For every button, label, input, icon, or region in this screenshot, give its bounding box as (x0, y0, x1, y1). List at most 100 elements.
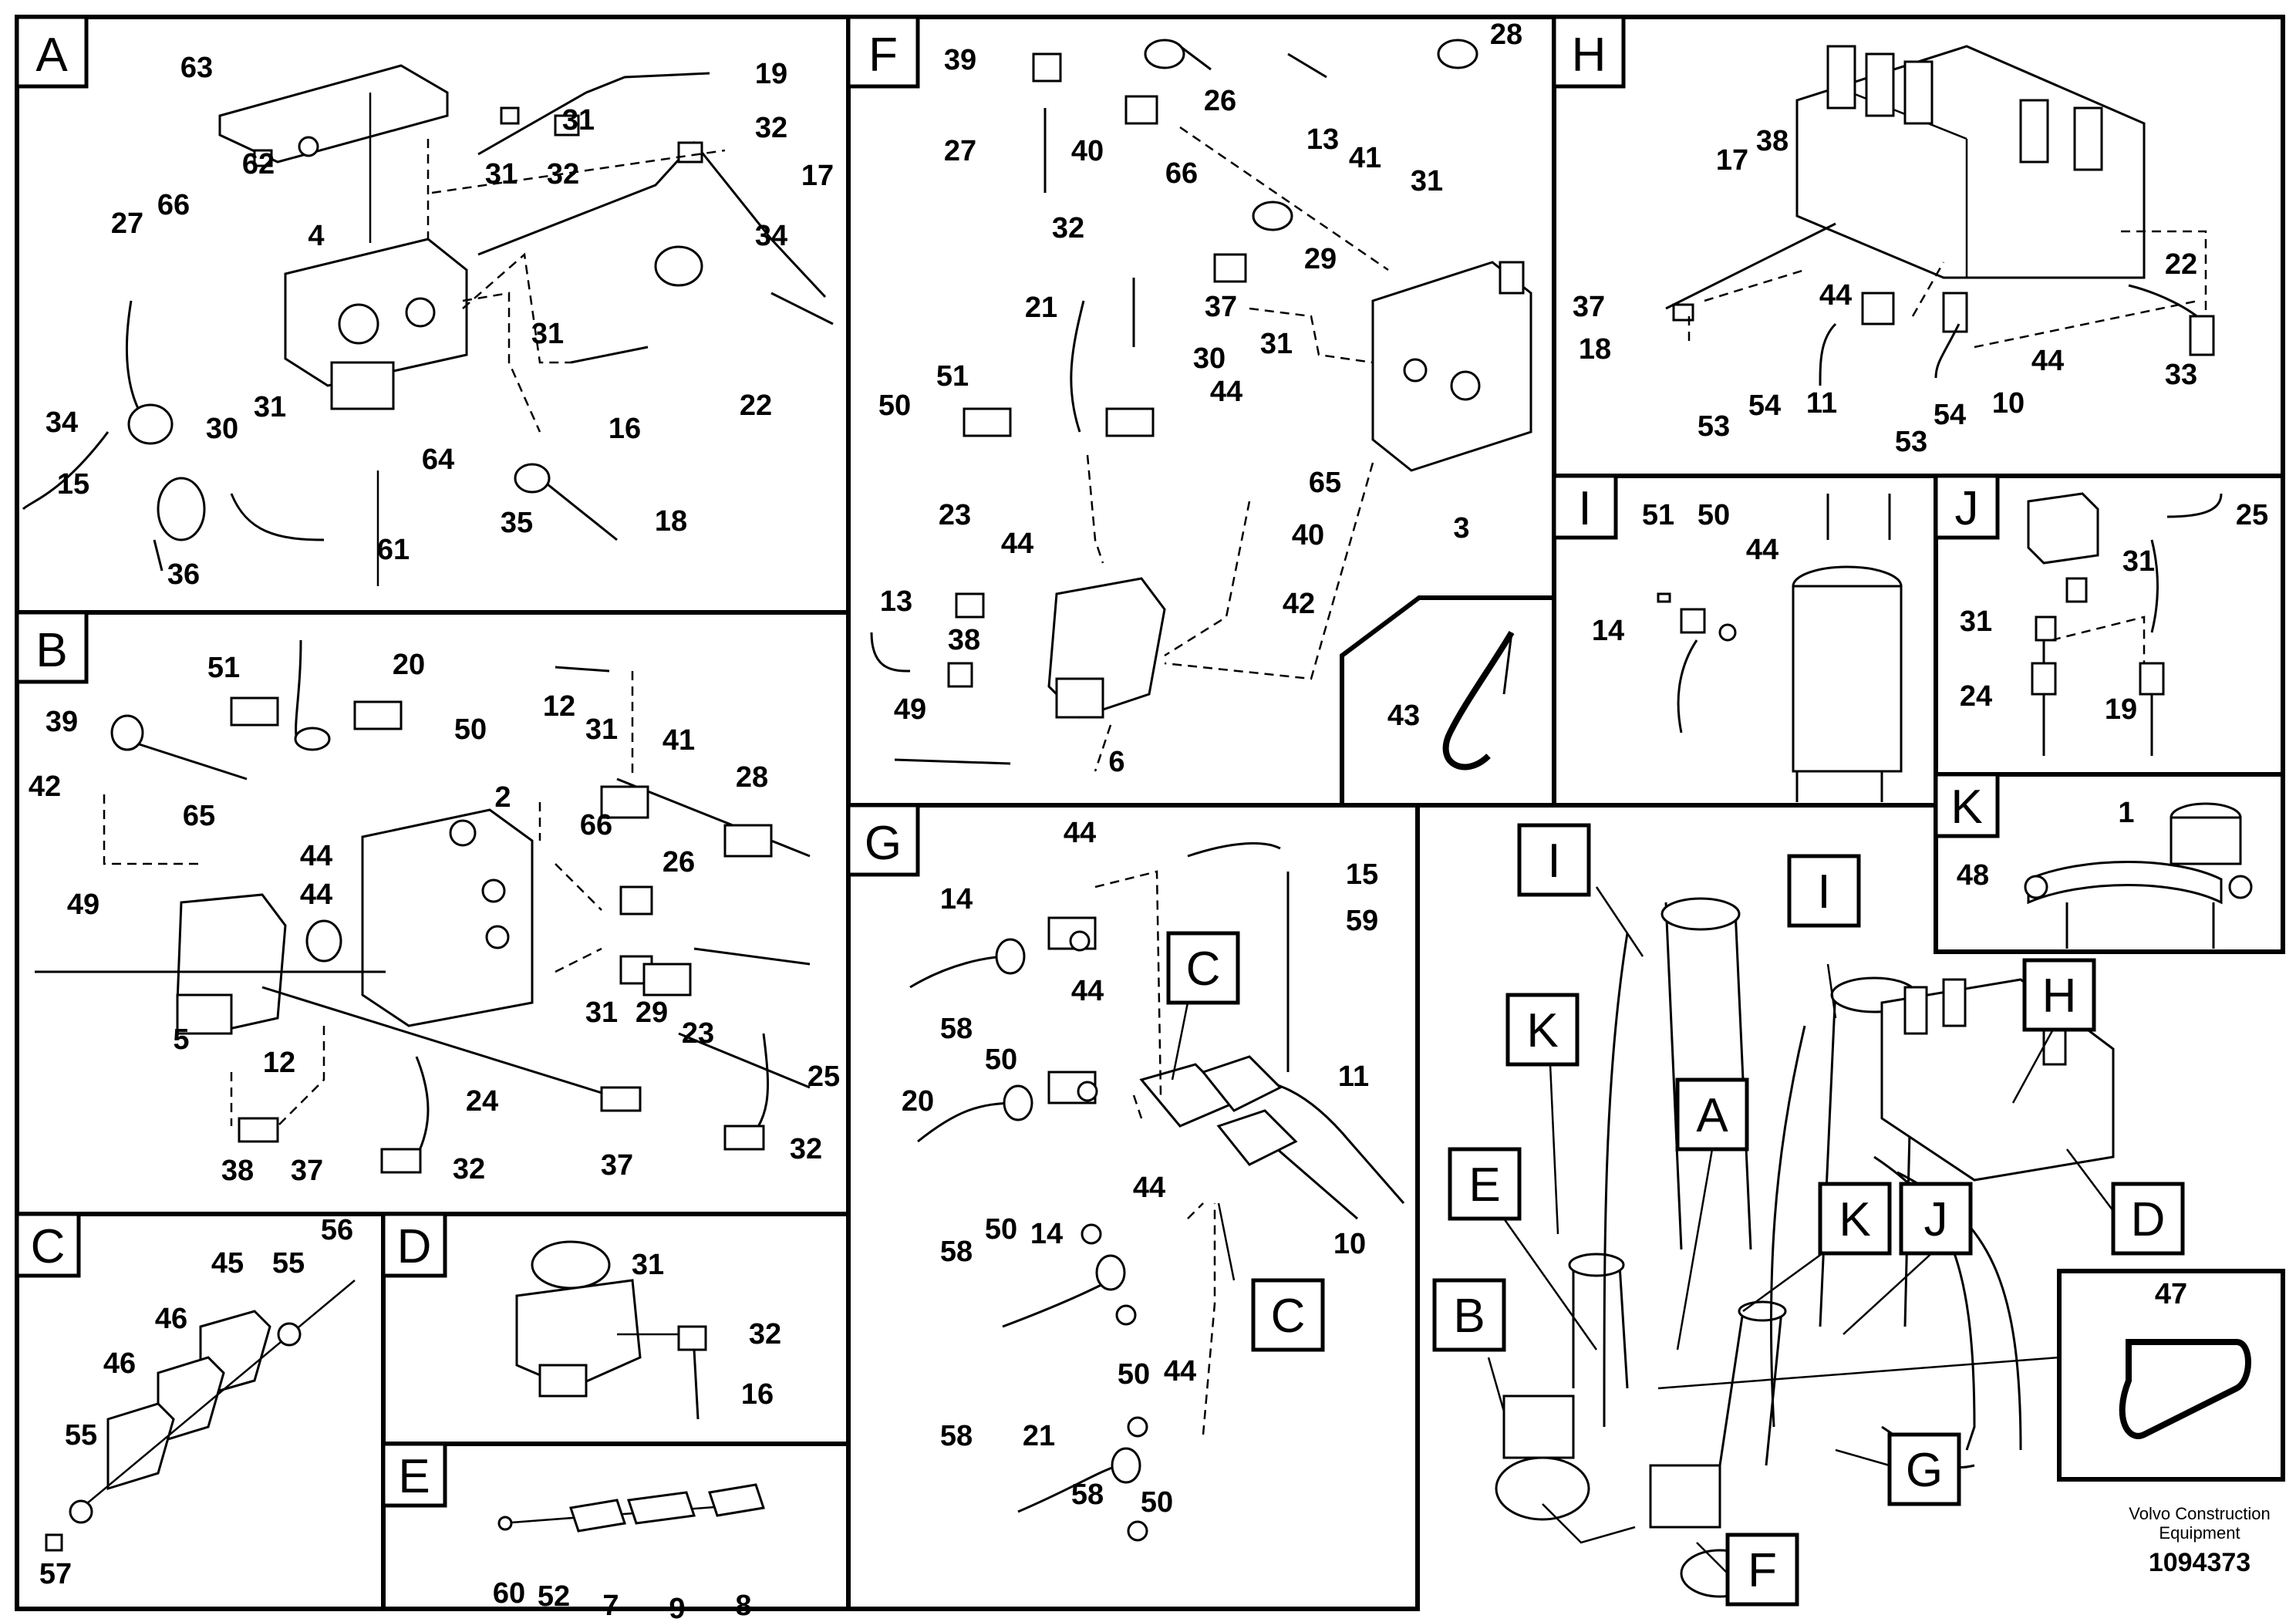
part-number-callout: 16 (609, 413, 641, 445)
part-number-callout: 29 (636, 996, 668, 1029)
overview-callout-h: H (2042, 969, 2077, 1023)
part-number-callout: 44 (300, 840, 332, 872)
part-number-callout: 54 (1748, 389, 1781, 422)
part-number-callout: 32 (755, 112, 787, 144)
part-number-callout: 42 (1283, 588, 1315, 620)
part-number-callout: 44 (1001, 528, 1033, 560)
part-number-callout: 31 (1260, 328, 1293, 360)
part-number-callout: 32 (547, 158, 579, 191)
part-number-callout: 66 (1165, 157, 1198, 190)
part-number-callout: 14 (940, 883, 973, 916)
part-number-callout: 1 (2118, 797, 2134, 829)
part-number-callout: 20 (902, 1085, 934, 1118)
part-number-callout: 54 (1934, 399, 1966, 431)
panel-43-frame (1340, 595, 1556, 808)
part-number-callout: 38 (948, 624, 980, 656)
part-number-callout: 25 (2236, 499, 2268, 531)
part-number-callout: 47 (2155, 1278, 2187, 1310)
part-number-callout: 44 (1071, 975, 1104, 1007)
part-number-callout: 20 (393, 649, 425, 681)
part-number-callout: 10 (1333, 1228, 1366, 1260)
part-number-callout: 31 (562, 104, 595, 137)
overview-callout-i-2: I (1817, 865, 1830, 919)
part-number-callout: 39 (46, 706, 78, 738)
part-number-callout: 51 (207, 652, 240, 684)
part-number-callout: 40 (1071, 135, 1104, 167)
part-number-callout: 50 (985, 1044, 1017, 1076)
part-number-callout: 51 (1642, 499, 1674, 531)
part-number-callout: 44 (1210, 376, 1242, 408)
part-number-callout: 42 (29, 771, 61, 803)
panel-e-frame (381, 1442, 851, 1611)
section-label-c: C (31, 1220, 66, 1273)
section-label-h: H (1572, 29, 1607, 82)
panel-frames (15, 15, 2285, 1611)
part-number-callout: 31 (531, 318, 564, 350)
part-number-callout: 17 (801, 160, 834, 192)
part-number-callout: 43 (1387, 700, 1420, 732)
section-label-k: K (1950, 781, 1982, 834)
part-number-callout: 14 (1030, 1218, 1063, 1250)
panel-j-drawing (2027, 492, 2223, 756)
part-number-callout: 50 (1141, 1486, 1173, 1519)
part-number-callout: 19 (755, 58, 787, 90)
section-label-b: B (35, 624, 67, 677)
part-number-callout: 19 (2105, 693, 2137, 726)
part-number-callout: 35 (501, 507, 533, 539)
part-number-callout: 6 (1108, 746, 1124, 778)
part-number-callout: 34 (755, 220, 787, 252)
part-number-callout: 65 (1309, 467, 1341, 499)
part-number-callout: 37 (601, 1149, 633, 1182)
overview-callout-d: D (2131, 1193, 2166, 1246)
part-number-callout: 41 (663, 724, 695, 757)
part-number-callout: 44 (1164, 1355, 1196, 1388)
overview-callout-a: A (1696, 1089, 1728, 1142)
part-number-callout: 50 (454, 713, 487, 746)
part-number-callout: 65 (183, 800, 215, 832)
part-number-callout: 24 (466, 1085, 498, 1118)
part-number-callout: 28 (736, 761, 768, 794)
part-number-callout: 58 (940, 1420, 973, 1452)
panel-c-drawing (45, 1280, 356, 1552)
part-number-callout: 55 (272, 1247, 305, 1280)
part-number-callout: 18 (655, 505, 687, 538)
part-number-callout: 58 (1071, 1479, 1104, 1511)
footer-company-line2: Equipment (2159, 1523, 2240, 1543)
section-label-i: I (1578, 482, 1591, 535)
part-number-callout: 13 (880, 585, 912, 618)
part-number-callout: 11 (1338, 1061, 1369, 1093)
section-label-g: G (865, 817, 902, 870)
section-labels: A B C D E F G H I J K (15, 15, 2000, 1508)
part-number-callout: 58 (940, 1236, 973, 1268)
part-number-callout: 50 (878, 389, 911, 422)
part-number-callout: 49 (894, 693, 926, 726)
part-number-callout: 29 (1304, 243, 1337, 275)
part-number-callout: 39 (944, 44, 976, 76)
part-number-callout: 50 (1698, 499, 1730, 531)
part-number-callout: 64 (422, 443, 454, 476)
part-number-callout: 40 (1292, 519, 1324, 551)
overview-callouts: I I K H A E K J D B G F C C (1166, 823, 2185, 1607)
part-number-callout: 26 (663, 846, 695, 878)
part-number-callout: 28 (1490, 19, 1522, 51)
part-number-callout: 23 (682, 1017, 714, 1050)
part-number-callout: 31 (585, 713, 618, 746)
part-number-callout: 17 (1716, 144, 1748, 177)
part-number-callout: 48 (1957, 859, 1989, 892)
part-number-callout: 53 (1895, 426, 1927, 458)
part-number-callout: 46 (103, 1347, 136, 1380)
part-number-callout: 25 (807, 1061, 840, 1093)
part-number-callout: 31 (2122, 545, 2155, 578)
overview-callout-k-2: K (1839, 1193, 1870, 1246)
part-number-callout: 22 (740, 389, 772, 422)
part-number-callout: 5 (173, 1023, 189, 1056)
section-label-f: F (868, 29, 898, 82)
part-number-callout: 18 (1579, 333, 1611, 366)
part-number-callout: 32 (749, 1318, 781, 1351)
panel-h-drawing (1665, 45, 2215, 386)
overview-callout-c-2: C (1271, 1290, 1306, 1343)
panel-g-drawing (909, 841, 1405, 1542)
section-label-a: A (35, 29, 68, 82)
